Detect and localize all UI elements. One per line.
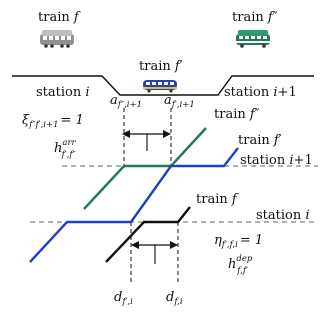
station-i-timeline-label: station i [256, 208, 310, 223]
train-f-timeline-label: train f [196, 192, 239, 207]
station-i-illustration-label: station i [36, 85, 90, 100]
train-f-prime-trajectory [29, 147, 239, 263]
train-f-prime-timeline-label: train f′ [238, 133, 282, 148]
d-f-prime-label: df′,i [114, 290, 133, 307]
track-illustration [12, 75, 314, 96]
train-f-illustration-label: train f [38, 10, 81, 25]
xi-label: ξf″f′,i+1= 1 [22, 113, 84, 130]
eta-label: ηf′,f,i= 1 [214, 233, 263, 250]
a-f-prime-label: af′,i+1 [164, 93, 195, 110]
train-f-double-prime-timeline-label: train f″ [214, 107, 260, 122]
a-f-double-prime-label: af″,i+1 [110, 93, 142, 110]
d-f-label: df,i [166, 290, 183, 307]
station-i-plus-1-illustration-label: station i+1 [224, 85, 297, 100]
train-f-double-prime-illustration-label: train f″ [232, 10, 278, 25]
train-f-prime-icon [143, 80, 177, 93]
train-f-double-prime-icon [236, 30, 270, 48]
track-line [12, 75, 314, 96]
station-i-plus-1-timeline-label: station i+1 [240, 153, 313, 168]
train-f-prime-illustration-label: train f′ [139, 59, 183, 74]
train-f-trajectory [105, 206, 191, 263]
train-f-icon [40, 30, 74, 48]
train-f-double-prime-trajectory [83, 127, 207, 210]
